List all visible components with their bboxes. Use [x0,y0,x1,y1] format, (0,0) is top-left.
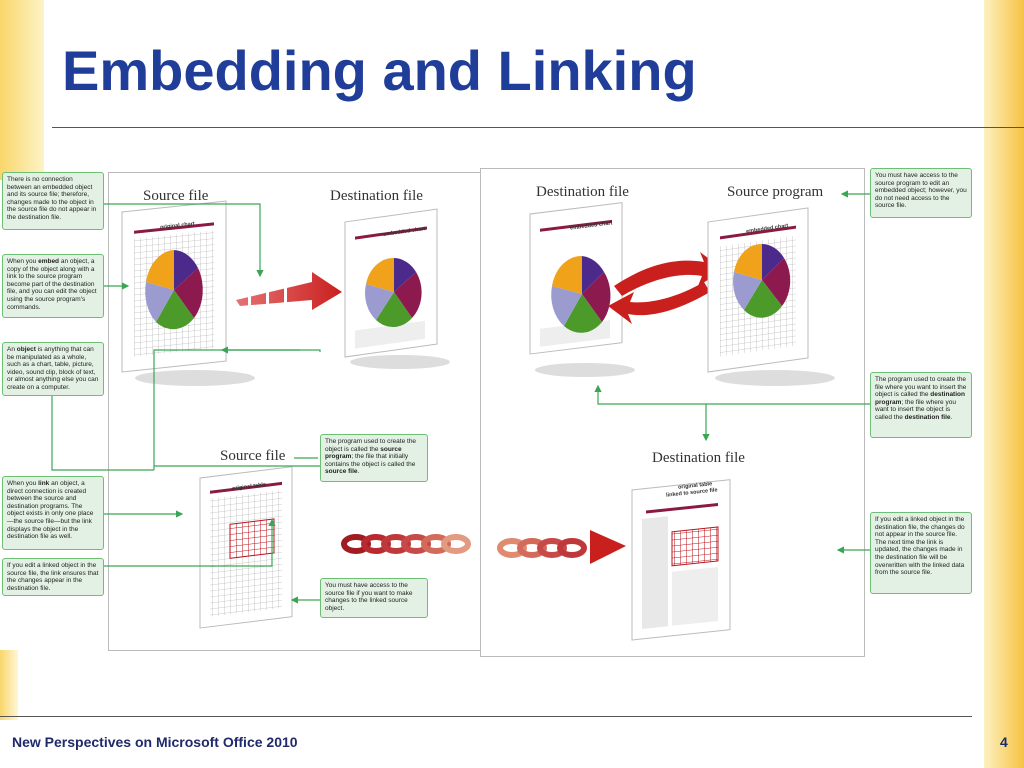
source-pie-chart [145,250,203,330]
page-number: 4 [1000,734,1008,750]
page-shadow [715,370,835,386]
callout-connectors [51,190,870,604]
left-gold-edge [0,0,44,180]
label-destination-file-top: Destination file [330,188,423,204]
label-source-file-bottom: Source file [220,448,286,464]
source-file-table-page [199,466,293,629]
callout-object: An object is anything that can be manipu… [2,342,104,396]
callout-edit-destination: If you edit a linked object in the desti… [870,512,972,594]
right-gold-edge [984,0,1024,768]
edit-in-source-program-arrows [608,252,724,324]
label-destination-file-right: Destination file [536,184,629,200]
callout-edit-source: If you edit a linked object in the sourc… [2,558,104,596]
link-chain [341,534,587,558]
label-source-program: Source program [727,184,824,200]
left-gold-edge-bottom [0,650,18,720]
embedded-pie-chart-2 [551,255,611,333]
label-source-file-top: Source file [143,188,209,204]
embed-arrow [236,272,342,310]
embedded-pie-chart-1 [365,257,422,328]
page-shadow [135,370,255,386]
callout-no-connection: There is no connection between an embedd… [2,172,104,230]
footer-divider [0,716,972,717]
callout-embed: When you embed an object, a copy of the … [2,254,104,318]
callout-access-source-program: You must have access to the source progr… [870,168,972,218]
page-shadow [535,363,635,377]
title-divider [52,127,1024,128]
destination-linked-table-page [631,479,731,641]
callout-source-program: The program used to create the object is… [320,434,428,482]
slide-title: Embedding and Linking [62,39,697,102]
label-destination-file-bottom: Destination file [652,450,745,466]
chain-arrowhead [590,530,626,564]
callout-access-source-file: You must have access to the source file … [320,578,428,618]
source-program-pie-chart [733,243,791,318]
page-shadow [350,355,450,369]
footer-text: New Perspectives on Microsoft Office 201… [12,734,298,750]
callout-destination-program: The program used to create the file wher… [870,372,972,438]
callout-link: When you link an object, a direct connec… [2,476,104,550]
